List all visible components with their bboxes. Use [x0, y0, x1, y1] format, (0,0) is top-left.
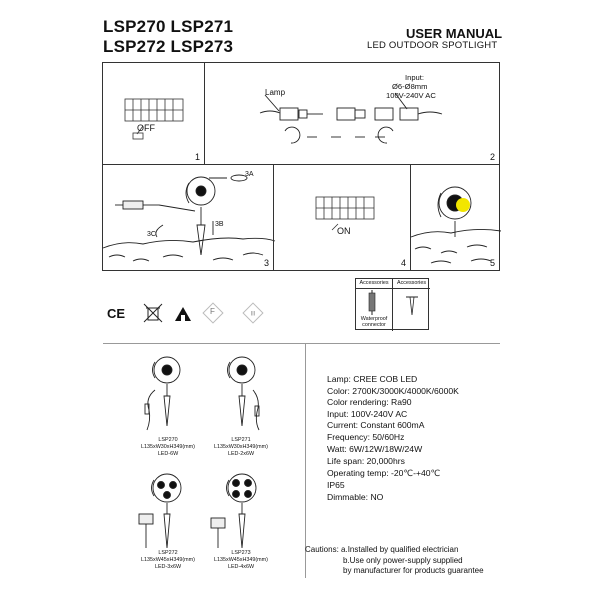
model-270-dims: L135xW30xH349(mm): [141, 444, 195, 450]
caution-line-3: by manufacturer for products guarantee: [343, 566, 484, 575]
model-271-dims: L135xW30xH349(mm): [214, 444, 268, 450]
model-273-led: LED-4x6W: [227, 564, 255, 570]
on-label: ON: [337, 226, 351, 236]
lit-spotlight-illustration: [410, 186, 502, 264]
spec-lamp: Lamp: CREE COB LED: [327, 374, 418, 384]
step-4-panel: ON 4: [273, 164, 411, 271]
model-codes-line1: LSP270 LSP271: [103, 17, 234, 36]
model-273-dims: L135xW45xH349(mm): [214, 557, 268, 563]
connector-and-spike-icons: [368, 290, 418, 316]
weee-bin-icon: [143, 303, 163, 323]
accessories-header-right: Accessories: [396, 280, 427, 286]
step-1-number: 1: [194, 152, 200, 162]
spec-ip-rating: IP65: [327, 480, 345, 490]
indoor-outdoor-house-icon: [175, 307, 191, 321]
spec-frequency: Frequency: 50/60Hz: [327, 432, 405, 442]
step-4-number: 4: [400, 258, 406, 268]
divider-horizontal: [103, 343, 500, 344]
step-2-panel: Lamp Input: Ø6-Ø8mm 100V-240V AC 2: [204, 62, 500, 165]
input-voltage-label: 100V-240V AC: [386, 91, 436, 100]
spec-life-span: Life span: 20,000hrs: [327, 456, 405, 466]
product-type: LED OUTDOOR SPOTLIGHT: [367, 40, 498, 51]
spec-dimmable: Dimmable: NO: [327, 492, 384, 502]
step-5-panel: 5: [410, 164, 502, 271]
f-mark-icon: [202, 302, 224, 324]
model-272-dims: L135xW45xH349(mm): [141, 557, 195, 563]
f-mark-letter: F: [210, 307, 215, 316]
waterproof-connector-label-2: connector: [362, 322, 386, 328]
step-3-panel: 3A 3B 3C 3: [102, 164, 276, 271]
spec-operating-temp: Operating temp: -20℃-+40℃: [327, 468, 441, 478]
step-5-number: 5: [489, 258, 495, 268]
ce-mark-icon: CE: [107, 306, 126, 321]
model-271-code: LSP271: [231, 437, 251, 443]
spec-watt: Watt: 6W/12W/18W/24W: [327, 444, 423, 454]
model-273-code: LSP273: [231, 550, 251, 556]
cable-diameter-label: Ø6-Ø8mm: [392, 82, 428, 91]
waterproof-connector-wiring: [259, 92, 443, 144]
class-iii-icon: III: [242, 302, 264, 324]
lamp-label: Lamp: [265, 88, 286, 97]
step-3-number: 3: [263, 258, 269, 268]
callout-3c: 3C: [147, 231, 156, 238]
divider-vertical: [305, 343, 306, 578]
spec-current: Current: Constant 600mA: [327, 420, 425, 430]
off-label: OFF: [137, 123, 155, 133]
model-codes-line2: LSP272 LSP273: [103, 37, 234, 56]
on-switch-illustration: [315, 196, 375, 231]
spec-color-rendering: Color rendering: Ra90: [327, 397, 412, 407]
model-272-code: LSP272: [158, 550, 178, 556]
model-272-led: LED-3x6W: [154, 564, 182, 570]
model-illustrations: [138, 356, 260, 549]
step-1-panel: OFF 1: [102, 62, 205, 165]
caution-line-1: Cautions: a.Installed by qualified elect…: [305, 545, 459, 554]
step-2-number: 2: [489, 152, 495, 162]
model-271-led: LED-2x6W: [227, 451, 255, 457]
off-switch-illustration: [124, 98, 184, 140]
model-270-led: LED-6W: [157, 451, 179, 457]
accessories-table: Accessories Accessories Waterproof conne…: [355, 278, 430, 331]
caution-line-2: b.Use only power-supply supplied: [343, 556, 463, 565]
waterproof-connector-label-1: Waterproof: [360, 316, 388, 322]
svg-text:III: III: [250, 312, 255, 318]
input-label: Input:: [405, 73, 424, 82]
manual-title: USER MANUAL: [406, 26, 503, 41]
spec-color: Color: 2700K/3000K/4000K/6000K: [327, 386, 459, 396]
callout-3a: 3A: [245, 171, 254, 178]
callout-3b: 3B: [215, 221, 224, 228]
model-270-code: LSP270: [158, 437, 178, 443]
spec-input: Input: 100V-240V AC: [327, 409, 408, 419]
accessories-header-left: Accessories: [359, 280, 389, 286]
spotlight-installation-illustration: [102, 174, 276, 262]
